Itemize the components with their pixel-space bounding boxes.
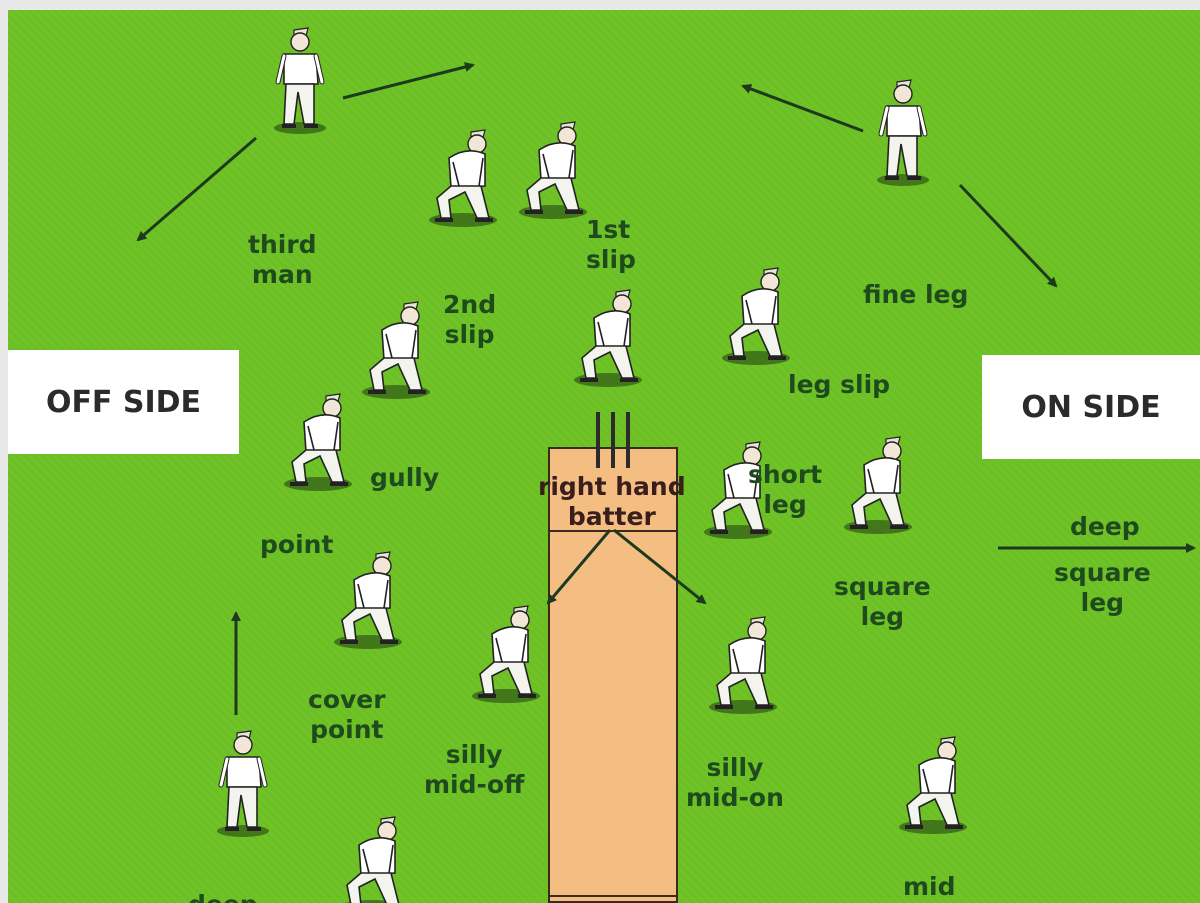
field-diagram-graphics: [8, 10, 1200, 903]
arrow-third-man-down: [138, 138, 256, 240]
label-short-leg: short leg: [748, 460, 822, 520]
label-gully: gully: [370, 463, 439, 493]
label-point: point: [260, 530, 333, 560]
fielder-cover-point-figure: [334, 552, 402, 649]
fielder-point-figure: [284, 394, 352, 491]
arrow-fine-leg-down: [960, 185, 1056, 286]
label-deep: deep: [188, 890, 258, 903]
fielder-gully-figure: [362, 302, 430, 399]
arrow-batter-off: [548, 530, 610, 603]
label-deep-square-leg-bottom: square leg: [1054, 558, 1151, 618]
fielder-mid-on-figure: [899, 737, 967, 834]
fielder-third-man-figure: [274, 28, 326, 134]
cricket-field: OFF SIDE ON SIDE: [8, 10, 1200, 903]
label-mid: mid: [903, 872, 956, 902]
fielder-square-leg-figure: [844, 437, 912, 534]
label-first-slip: 1st slip: [586, 215, 636, 275]
arrow-third-man-up: [343, 65, 473, 98]
fielder-deep-figure: [217, 731, 269, 837]
arrow-fine-leg-up: [743, 86, 863, 131]
fielder-second-slip-figure: [429, 130, 497, 227]
label-square-leg: square leg: [834, 572, 931, 632]
label-leg-slip: leg slip: [788, 370, 890, 400]
label-cover-point: cover point: [308, 685, 386, 745]
wicket-keeper-figure: [574, 290, 642, 387]
label-batter: right hand batter: [538, 472, 686, 532]
fielder-silly-mid-off-figure: [472, 606, 540, 703]
label-silly-mid-on: silly mid-on: [686, 753, 784, 813]
fielder-fine-leg-figure: [877, 80, 929, 186]
label-deep-square-leg-top: deep: [1070, 512, 1140, 542]
fielder-first-slip-figure: [519, 122, 587, 219]
label-fine-leg: fine leg: [863, 280, 968, 310]
arrow-batter-on: [614, 530, 705, 603]
label-silly-mid-off: silly mid-off: [424, 740, 524, 800]
fielder-extra-cover-figure: [339, 817, 407, 903]
fielder-silly-mid-on-figure: [709, 617, 777, 714]
fielder-leg-slip-figure: [722, 268, 790, 365]
label-third-man: third man: [248, 230, 317, 290]
label-second-slip: 2nd slip: [443, 290, 496, 350]
